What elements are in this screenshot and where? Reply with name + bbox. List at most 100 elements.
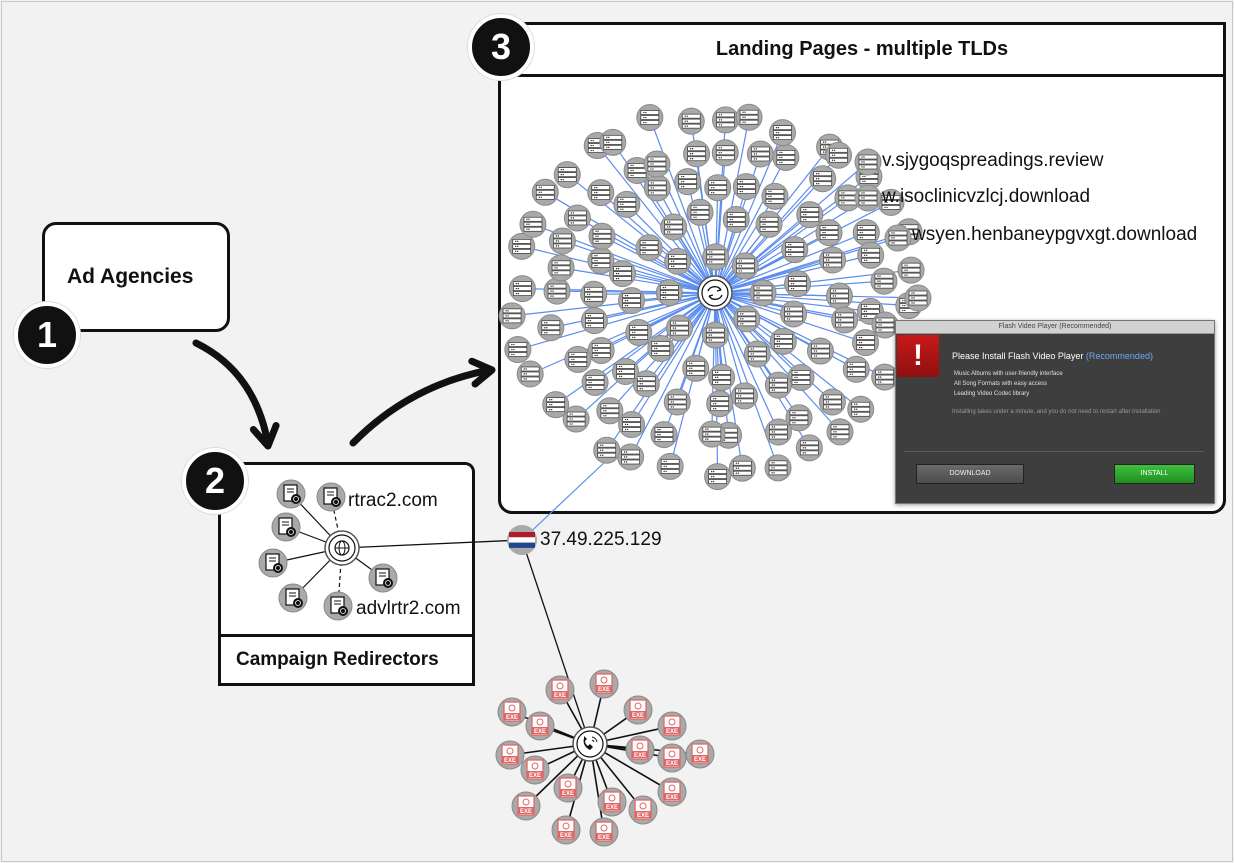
server-icon [825, 141, 853, 169]
server-icon [701, 321, 729, 349]
server-icon [731, 252, 759, 280]
exe-text: EXE [534, 729, 546, 735]
exe-file-icon: EXE [685, 739, 715, 769]
server-icon [728, 454, 756, 482]
server-icon [731, 382, 759, 410]
exe-file-icon: EXE [657, 777, 687, 807]
server-icon [635, 234, 663, 262]
popup-bullet: All Song Formats with easy access [954, 381, 1048, 387]
server-icon [547, 254, 575, 282]
server-icon [656, 452, 684, 480]
exe-file-icon: EXE [520, 755, 550, 785]
exe-text: EXE [504, 758, 516, 764]
server-icon [852, 219, 880, 247]
exe-text: EXE [554, 693, 566, 699]
graph-edge [521, 459, 608, 541]
exe-file-icon: EXE [525, 711, 555, 741]
server-icon [599, 128, 627, 156]
server-icon [587, 336, 615, 364]
landing-domain-label: wsyen.henbaneypgvxgt.download [912, 224, 1198, 245]
graph-edge [631, 292, 716, 425]
download-button[interactable]: DOWNLOAD [916, 464, 1024, 484]
step-3-badge: 3 [468, 14, 534, 80]
landing-pages-title-bar: Landing Pages - multiple TLDs [501, 25, 1223, 77]
step-1-badge: 1 [14, 302, 80, 368]
graph-edge [714, 157, 787, 294]
exe-file-icon: EXE [553, 773, 583, 803]
graph-edge [714, 292, 919, 299]
graph-edge [656, 187, 716, 294]
alert-icon: ! [897, 335, 939, 377]
server-icon [655, 279, 683, 307]
phone-icon [572, 726, 608, 762]
server-icon [746, 140, 774, 168]
server-icon [815, 219, 843, 247]
server-icon [764, 454, 792, 482]
server-icon [587, 179, 615, 207]
graph-edge [575, 292, 716, 420]
exe-file-icon: EXE [495, 740, 525, 770]
server-icon [563, 204, 591, 232]
server-icon [618, 411, 646, 439]
popup-bullet: Leading Video Codec library [954, 391, 1030, 397]
server-icon [819, 246, 847, 274]
popup-note: Installing takes under a minute, and you… [952, 409, 1161, 415]
graph-edge [714, 197, 849, 294]
server-icon [831, 306, 859, 334]
server-icon [516, 360, 544, 388]
server-icon [796, 201, 824, 229]
server-icon [842, 355, 870, 383]
server-icon [548, 227, 576, 255]
server-icon [643, 150, 671, 178]
globe-icon [324, 530, 360, 566]
server-icon [755, 210, 783, 238]
server-icon [613, 190, 641, 218]
graph-edge [529, 292, 716, 375]
arrowhead [249, 422, 280, 450]
document-globe-icon [368, 563, 398, 593]
document-globe-icon [276, 479, 306, 509]
exe-file-icon: EXE [623, 695, 653, 725]
server-icon [870, 267, 898, 295]
flow-arrow [192, 339, 272, 448]
server-icon [587, 247, 615, 275]
landing-domain-label: w.isoclinicvzlcj.download [882, 186, 1091, 207]
server-icon [711, 139, 739, 167]
netherlands-flag-icon [507, 525, 537, 555]
exe-file-icon: EXE [551, 815, 581, 845]
server-icon [708, 363, 736, 391]
server-icon [795, 434, 823, 462]
exe-file-icon: EXE [597, 787, 627, 817]
server-icon [781, 236, 809, 264]
exe-file-icon: EXE [628, 795, 658, 825]
document-globe-icon [271, 512, 301, 542]
exe-text: EXE [506, 715, 518, 721]
document-globe-icon [323, 591, 353, 621]
redirect-loop-icon [697, 275, 733, 311]
exe-file-icon: EXE [657, 743, 687, 773]
exe-file-icon: EXE [589, 817, 619, 847]
install-button[interactable]: INSTALL [1114, 464, 1195, 484]
server-icon [735, 103, 763, 131]
ad-agencies-title: Ad Agencies [67, 265, 194, 288]
exe-file-icon: EXE [625, 735, 655, 765]
popup-divider [904, 451, 1204, 452]
server-icon [897, 256, 925, 284]
server-icon [854, 148, 882, 176]
server-icon [732, 173, 760, 201]
server-icon [847, 395, 875, 423]
server-icon [647, 334, 675, 362]
server-icon [636, 104, 664, 132]
server-icon [580, 280, 608, 308]
server-icon [871, 363, 899, 391]
server-icon [664, 247, 692, 275]
landing-domain-label: v.sjygoqspreadings.review [882, 150, 1104, 171]
server-icon [508, 232, 536, 260]
popup-bullet: Music Albums with user-friendly interfac… [954, 371, 1063, 377]
redirector-domain-label: rtrac2.com [348, 490, 438, 511]
server-icon [698, 420, 726, 448]
server-icon [884, 224, 912, 252]
graph-edge [714, 292, 779, 433]
